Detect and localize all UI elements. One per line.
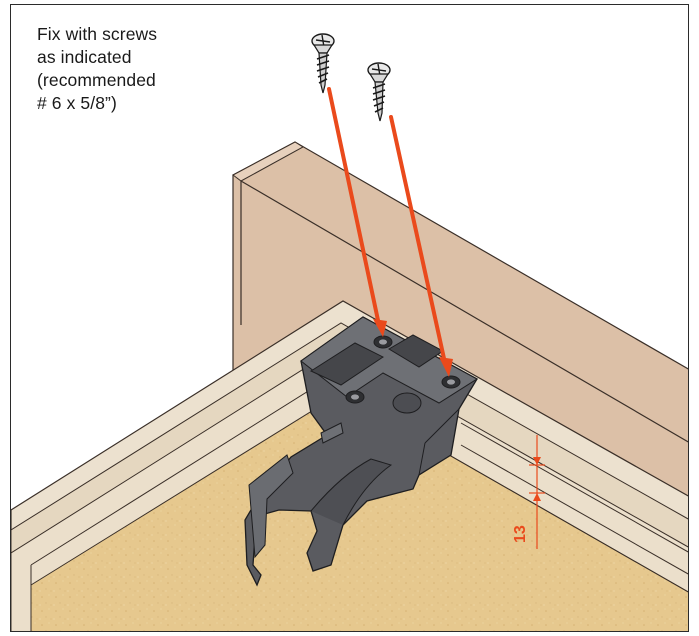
screw-guide-arrow — [389, 115, 453, 377]
locking-bracket — [244, 316, 478, 587]
instruction-line: as indicated — [37, 47, 132, 67]
instruction-line: (recommended — [37, 70, 156, 90]
wood-screw-icon — [311, 33, 335, 94]
instruction-line: # 6 x 5/8”) — [37, 93, 117, 113]
instruction-text: Fix with screws as indicated (recommende… — [37, 23, 237, 115]
instruction-figure: 13 Fix with screws as indicated (recomme… — [10, 4, 689, 632]
assembly-illustration: 13 — [11, 33, 688, 631]
wood-screw-icon — [367, 62, 391, 122]
rear-groove — [460, 422, 688, 575]
instruction-line: Fix with screws — [37, 24, 158, 44]
dimension-label: 13 — [512, 525, 529, 543]
dimension-marker: 13 — [512, 435, 545, 549]
screw-guide-arrow — [327, 87, 387, 337]
